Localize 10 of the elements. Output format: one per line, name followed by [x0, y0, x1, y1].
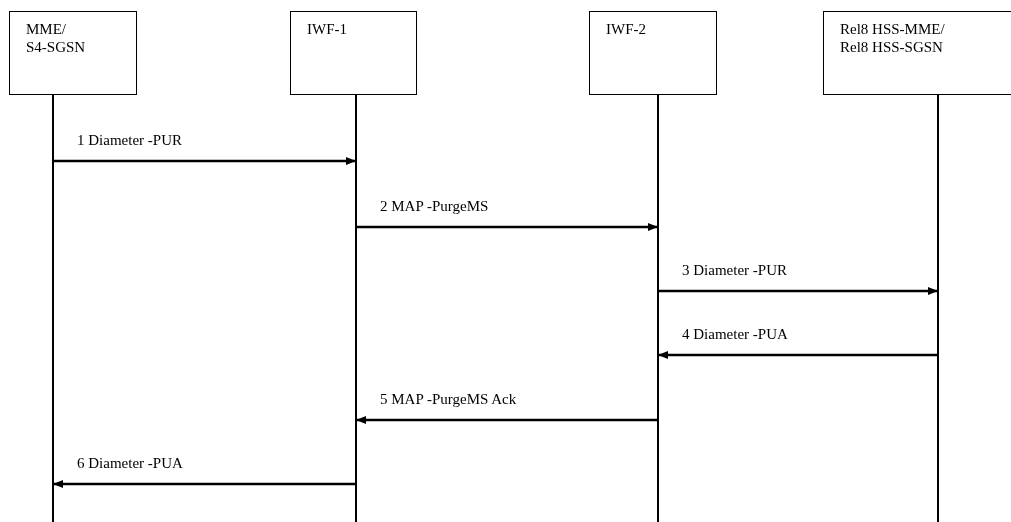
participant-name: IWF-1 [307, 20, 347, 38]
message-arrow [658, 351, 938, 359]
message-arrow [53, 157, 356, 165]
message-arrow [356, 223, 658, 231]
message-arrow [53, 480, 356, 488]
participant-name: Rel8 HSS-MME/ Rel8 HSS-SGSN [840, 20, 946, 56]
participant-name: MME/ S4-SGSN [26, 20, 87, 56]
message-arrow [356, 416, 658, 424]
message-arrow [658, 287, 938, 295]
participant-name: IWF-2 [606, 20, 646, 38]
